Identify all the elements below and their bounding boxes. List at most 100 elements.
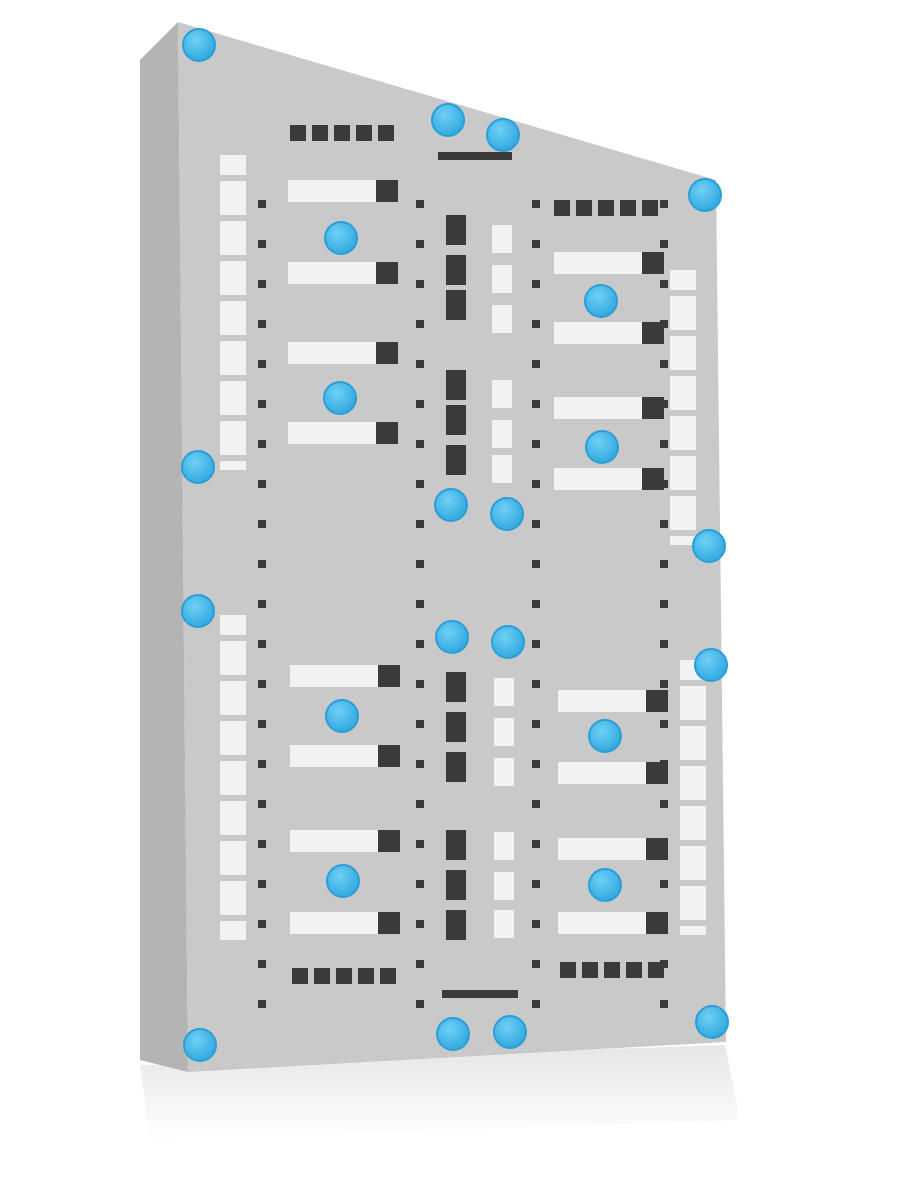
rail-rib [670,290,696,296]
notch [416,480,424,488]
notch [416,800,424,808]
blue-cap [326,864,360,898]
slot [554,322,664,344]
slot-center [446,445,466,475]
slot [558,838,668,860]
rail-rib [680,680,706,686]
block-slot [380,968,396,984]
handle-slot [442,990,518,998]
rail-rib [220,455,246,461]
notch [532,760,540,768]
block-slot [356,125,372,141]
slot-center [446,370,466,400]
slot-shadow [376,262,398,284]
notch [660,440,668,448]
notch [532,680,540,688]
blue-cap [695,1005,729,1039]
block-slot [560,962,576,978]
notch [532,480,540,488]
block-slot [378,125,394,141]
block-slot [292,968,308,984]
slot-shadow [642,252,664,274]
slot-center-light [492,225,512,253]
blue-cap [585,430,619,464]
block-slot [598,200,614,216]
blue-cap [692,529,726,563]
slot [554,252,664,274]
blue-cap [490,497,524,531]
notch [416,640,424,648]
slot-center-light [494,872,514,900]
notch [416,240,424,248]
notch [258,920,266,928]
slot-shadow [646,912,668,934]
rail-rib [220,915,246,921]
slot-center [446,405,466,435]
rail-rib [220,715,246,721]
notch [416,840,424,848]
pallet-top-face [178,22,726,1072]
notch [258,720,266,728]
block-slot [312,125,328,141]
rail-rib [670,370,696,376]
block-slot [604,962,620,978]
slot-center-light [492,305,512,333]
slot-center-light [492,420,512,448]
slot-shadow [378,745,400,767]
rail-rib [670,410,696,416]
notch [660,1000,668,1008]
notch [532,720,540,728]
slot-center-light [494,832,514,860]
blue-cap [584,284,618,318]
block-slot [620,200,636,216]
slot [554,468,664,490]
slot-shadow [642,468,664,490]
notch [258,520,266,528]
slot-center-light [494,910,514,938]
blue-cap [435,620,469,654]
slot [290,665,400,687]
slot-center-light [494,678,514,706]
floor-reflection [140,1045,740,1140]
notch [660,480,668,488]
slot-center-light [492,455,512,483]
notch [258,400,266,408]
slot-center [446,215,466,245]
notch [416,360,424,368]
notch [258,360,266,368]
blue-cap [436,1017,470,1051]
notch [532,200,540,208]
notch [532,800,540,808]
slot [290,745,400,767]
rail-rib [220,755,246,761]
slot [288,422,398,444]
notch [258,640,266,648]
block-slot [554,200,570,216]
notch [660,720,668,728]
blue-cap [486,118,520,152]
blue-cap [181,450,215,484]
notch [258,200,266,208]
blue-cap [588,868,622,902]
rail-rib [680,720,706,726]
blue-cap [434,488,468,522]
notch [532,880,540,888]
block-slot [314,968,330,984]
notch [258,440,266,448]
notch [660,320,668,328]
notch [258,840,266,848]
blue-cap [325,699,359,733]
notch [416,520,424,528]
rail-rib [680,920,706,926]
slot [558,690,668,712]
block-slot [576,200,592,216]
rail-rib [670,490,696,496]
blue-cap [431,103,465,137]
slot-center [446,752,466,782]
slot-center [446,712,466,742]
slot-shadow [378,912,400,934]
slot-center [446,870,466,900]
slot-shadow [378,830,400,852]
notch [258,760,266,768]
